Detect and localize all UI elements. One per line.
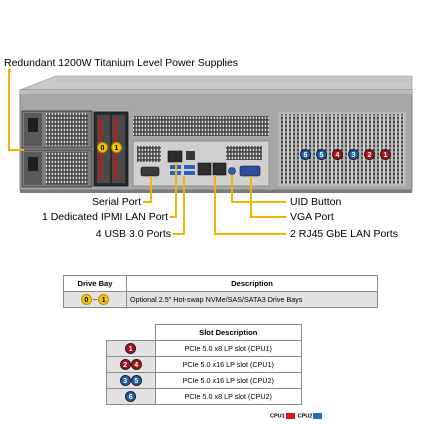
leader-rj45-h: [214, 233, 286, 235]
vga-port: [239, 165, 261, 177]
uid-button: [228, 167, 236, 175]
power-supply-2: [21, 149, 93, 188]
leader-uid-h: [231, 201, 286, 203]
leader-usb-v: [183, 176, 185, 235]
leader-ipmi-h: [170, 216, 177, 218]
cpu1-swatch: [285, 413, 295, 419]
drive-bay-header: Drive Bay: [63, 275, 127, 292]
cpu-legend: CPU1 CPU2: [270, 413, 325, 419]
cpu1-legend-label: CPU1: [270, 413, 285, 420]
leader-rj45-v: [214, 175, 216, 235]
slot-badge: 2: [119, 359, 131, 370]
slot-description: PCIe 5.0 x8 LP slot (CPU2): [154, 388, 302, 405]
drive-bay-description: Optional 2.5" Hot-swap NVMe/SAS/SATA3 Dr…: [126, 291, 378, 308]
slot-description-header: Slot Description: [154, 324, 302, 341]
slot-badge: 3: [119, 375, 131, 386]
drive-bay-badge-1: 1: [98, 294, 110, 305]
leader-ipmi-v: [175, 162, 177, 218]
callout-ipmi-lan-port: 1 Dedicated IPMI LAN Port: [41, 211, 168, 223]
pcie-slot-badge: 4: [332, 149, 343, 160]
power-supply-1: [21, 110, 93, 149]
slot-badge: 5: [130, 375, 142, 386]
leader-serial-h: [143, 201, 152, 203]
cpu2-swatch: [313, 413, 323, 419]
leader-serial-v: [150, 176, 152, 202]
description-header: Description: [126, 275, 378, 292]
range-dash: –: [92, 295, 98, 304]
slot-badges-cell: 1: [106, 340, 156, 357]
pcie-slot-badge: 1: [380, 149, 391, 160]
leader-vga-v: [250, 176, 252, 218]
callout-vga-port: VGA Port: [290, 211, 334, 223]
leader-uid-v: [231, 175, 233, 202]
rj45-port-2: [212, 162, 227, 176]
serial-port: [140, 166, 160, 177]
usb-port-4: [184, 171, 195, 175]
rear-bay-badge-0: 0: [97, 142, 108, 153]
callout-uid-button: UID Button: [290, 196, 342, 208]
slot-badge: 4: [130, 359, 142, 370]
cpu2-legend-label: CPU2: [297, 413, 313, 420]
rj45-port-1: [197, 162, 212, 176]
slot-badge: 6: [125, 391, 137, 402]
drive-bay-table: Drive Bay Description 0–1 Optional 2.5" …: [63, 275, 378, 308]
drive-bay-range-cell: 0–1: [63, 291, 127, 308]
callout-serial-port: Serial Port: [91, 196, 141, 208]
slot-description: PCIe 5.0 x16 LP slot (CPU2): [154, 372, 302, 389]
slot-description-table: Slot Description 1 PCIe 5.0 x8 LP slot (…: [106, 324, 302, 405]
usb-port-3: [184, 165, 195, 169]
leader-usb-h: [173, 233, 185, 235]
slot-badges-cell: 6: [106, 388, 156, 405]
chassis-top-lid: [19, 75, 413, 91]
callout-rj45-ports: 2 RJ45 GbE LAN Ports: [290, 228, 398, 240]
slot-badge: 1: [125, 343, 137, 354]
slot-description: PCIe 5.0 x8 LP slot (CPU1): [154, 340, 302, 357]
pcie-slot-badge: 3: [348, 149, 359, 160]
pcie-slot-badge: 5: [316, 149, 327, 160]
slot-description: PCIe 5.0 x16 LP slot (CPU1): [154, 356, 302, 373]
rear-bay-badge-1: 1: [111, 142, 122, 153]
callout-usb-ports: 4 USB 3.0 Ports: [95, 228, 171, 240]
chassis-vent-strip: [133, 116, 269, 136]
drive-bay-badge-0: 0: [80, 294, 92, 305]
ipmi-lan-port: [167, 150, 183, 163]
slot-table-corner: [107, 325, 156, 341]
callout-power-supplies: Redundant 1200W Titanium Level Power Sup…: [4, 57, 239, 69]
leader-power-to-psu: [8, 149, 24, 151]
leader-vga-h: [250, 216, 286, 218]
pcie-slot-badge: 2: [364, 149, 375, 160]
leader-power-v: [8, 70, 10, 150]
pcie-slot-badge: 6: [300, 149, 311, 160]
